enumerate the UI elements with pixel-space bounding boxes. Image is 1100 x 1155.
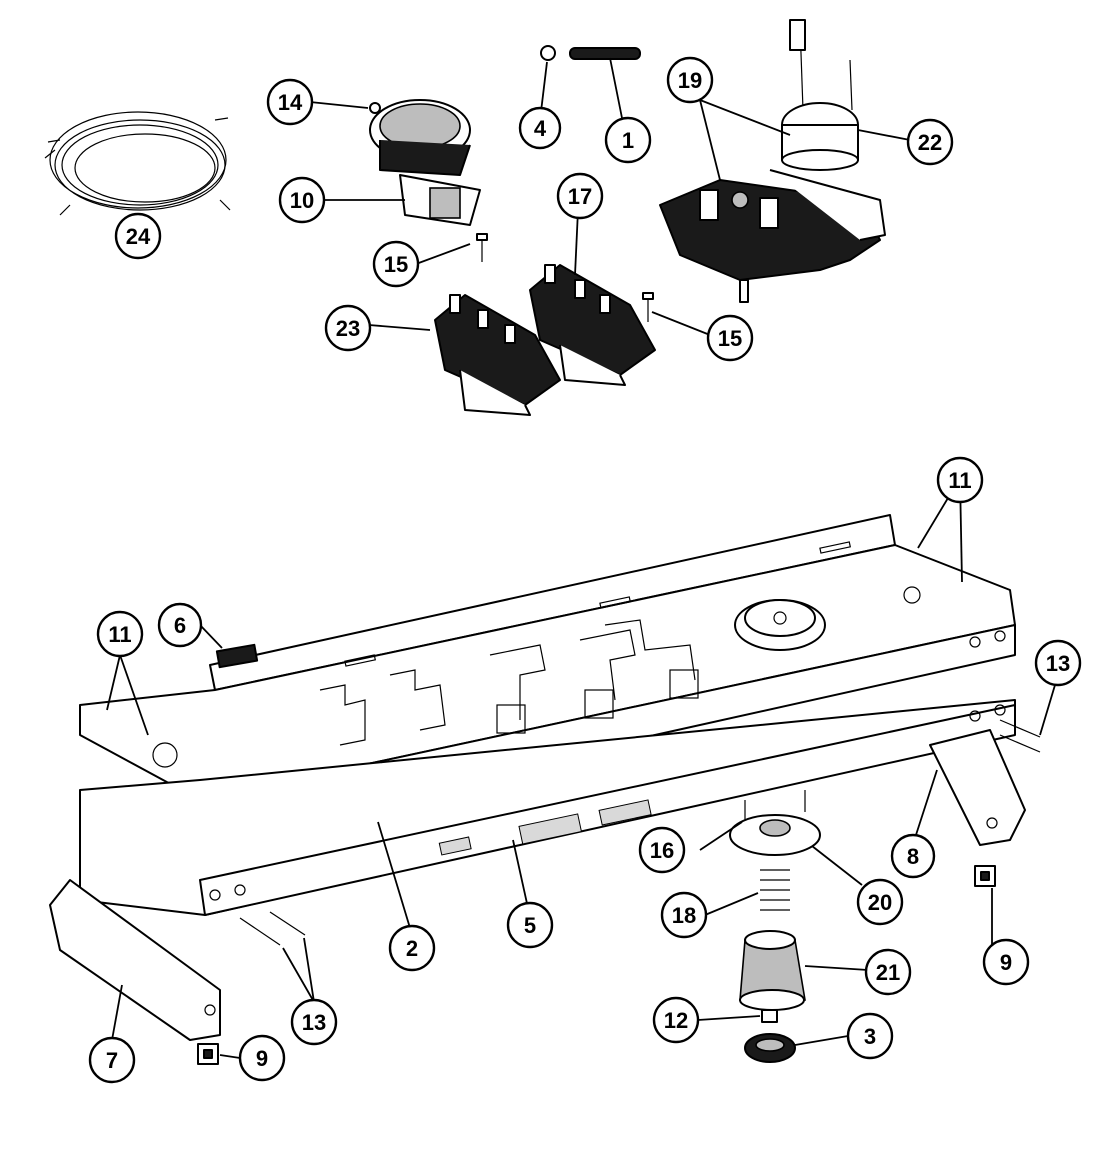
svg-text:13: 13 <box>1046 651 1070 676</box>
callout-13b: 13 <box>290 998 338 1046</box>
spring-18 <box>760 869 790 911</box>
timer-assembly <box>369 99 481 226</box>
svg-text:24: 24 <box>126 224 151 249</box>
end-cap-7 <box>49 879 221 1041</box>
callout-3: 3 <box>846 1012 894 1060</box>
svg-text:1: 1 <box>622 128 634 153</box>
screw-13-right <box>999 719 1041 753</box>
svg-text:9: 9 <box>1000 950 1012 975</box>
callout-15a: 15 <box>372 240 420 288</box>
terminal-block-17 <box>529 264 656 386</box>
screw-13-pair <box>239 911 306 946</box>
leader-lines <box>106 57 1059 1059</box>
svg-text:8: 8 <box>907 844 919 869</box>
callout-19: 19 <box>666 56 714 104</box>
callout-10: 10 <box>278 176 326 224</box>
switch-block <box>659 169 886 303</box>
svg-text:15: 15 <box>718 326 742 351</box>
cap-3 <box>744 1033 796 1063</box>
clip-9a <box>197 1043 219 1065</box>
callout-20: 20 <box>856 878 904 926</box>
svg-text:15: 15 <box>384 252 408 277</box>
svg-text:23: 23 <box>336 316 360 341</box>
rod-and-spring <box>540 45 641 61</box>
svg-text:2: 2 <box>406 936 418 961</box>
svg-text:21: 21 <box>876 960 900 985</box>
knob-21 <box>739 930 806 1011</box>
svg-text:11: 11 <box>948 468 971 493</box>
cam-plate <box>729 790 821 856</box>
callout-8: 8 <box>890 833 936 879</box>
svg-text:4: 4 <box>534 116 547 141</box>
callout-13a: 13 <box>1034 639 1082 687</box>
callout-23: 23 <box>324 304 372 352</box>
clip-9b <box>974 865 996 887</box>
clip-12 <box>761 1009 778 1023</box>
callout-9b: 9 <box>982 938 1030 986</box>
screw-15a <box>476 233 488 262</box>
callout-7: 7 <box>88 1036 136 1084</box>
svg-text:5: 5 <box>524 913 536 938</box>
svg-text:17: 17 <box>568 184 592 209</box>
svg-text:16: 16 <box>650 838 674 863</box>
callout-2: 2 <box>388 924 436 972</box>
callout-15b: 15 <box>706 314 754 362</box>
svg-text:9: 9 <box>256 1046 268 1071</box>
svg-text:20: 20 <box>868 890 892 915</box>
svg-text:19: 19 <box>678 68 702 93</box>
callout-1: 1 <box>604 116 652 164</box>
callout-24: 24 <box>114 212 162 260</box>
callout-11a: 11 <box>96 610 144 658</box>
callout-4: 4 <box>518 106 562 150</box>
svg-text:7: 7 <box>106 1048 118 1073</box>
bracket-8 <box>929 729 1026 846</box>
callout-12: 12 <box>652 996 700 1044</box>
callout-5: 5 <box>506 901 554 949</box>
svg-text:14: 14 <box>278 90 303 115</box>
svg-text:10: 10 <box>290 188 314 213</box>
motor-assembly <box>781 19 859 171</box>
callout-22: 22 <box>906 118 954 166</box>
callout-21: 21 <box>864 948 912 996</box>
screw-15b <box>642 292 654 322</box>
callout-17: 17 <box>556 172 604 220</box>
callout-11b: 11 <box>936 456 984 504</box>
callout-18: 18 <box>660 891 708 939</box>
svg-text:3: 3 <box>864 1024 876 1049</box>
svg-text:6: 6 <box>174 613 186 638</box>
callout-16: 16 <box>638 826 686 874</box>
svg-text:18: 18 <box>672 903 696 928</box>
callout-14: 14 <box>266 78 314 126</box>
svg-text:12: 12 <box>664 1008 688 1033</box>
callout-6: 6 <box>157 602 203 648</box>
svg-text:13: 13 <box>302 1010 326 1035</box>
callout-9a: 9 <box>238 1034 286 1082</box>
wire-harness <box>44 111 231 216</box>
svg-text:11: 11 <box>108 622 131 647</box>
svg-text:22: 22 <box>918 130 942 155</box>
terminal-block-23 <box>434 294 561 416</box>
clip-6 <box>215 643 259 669</box>
